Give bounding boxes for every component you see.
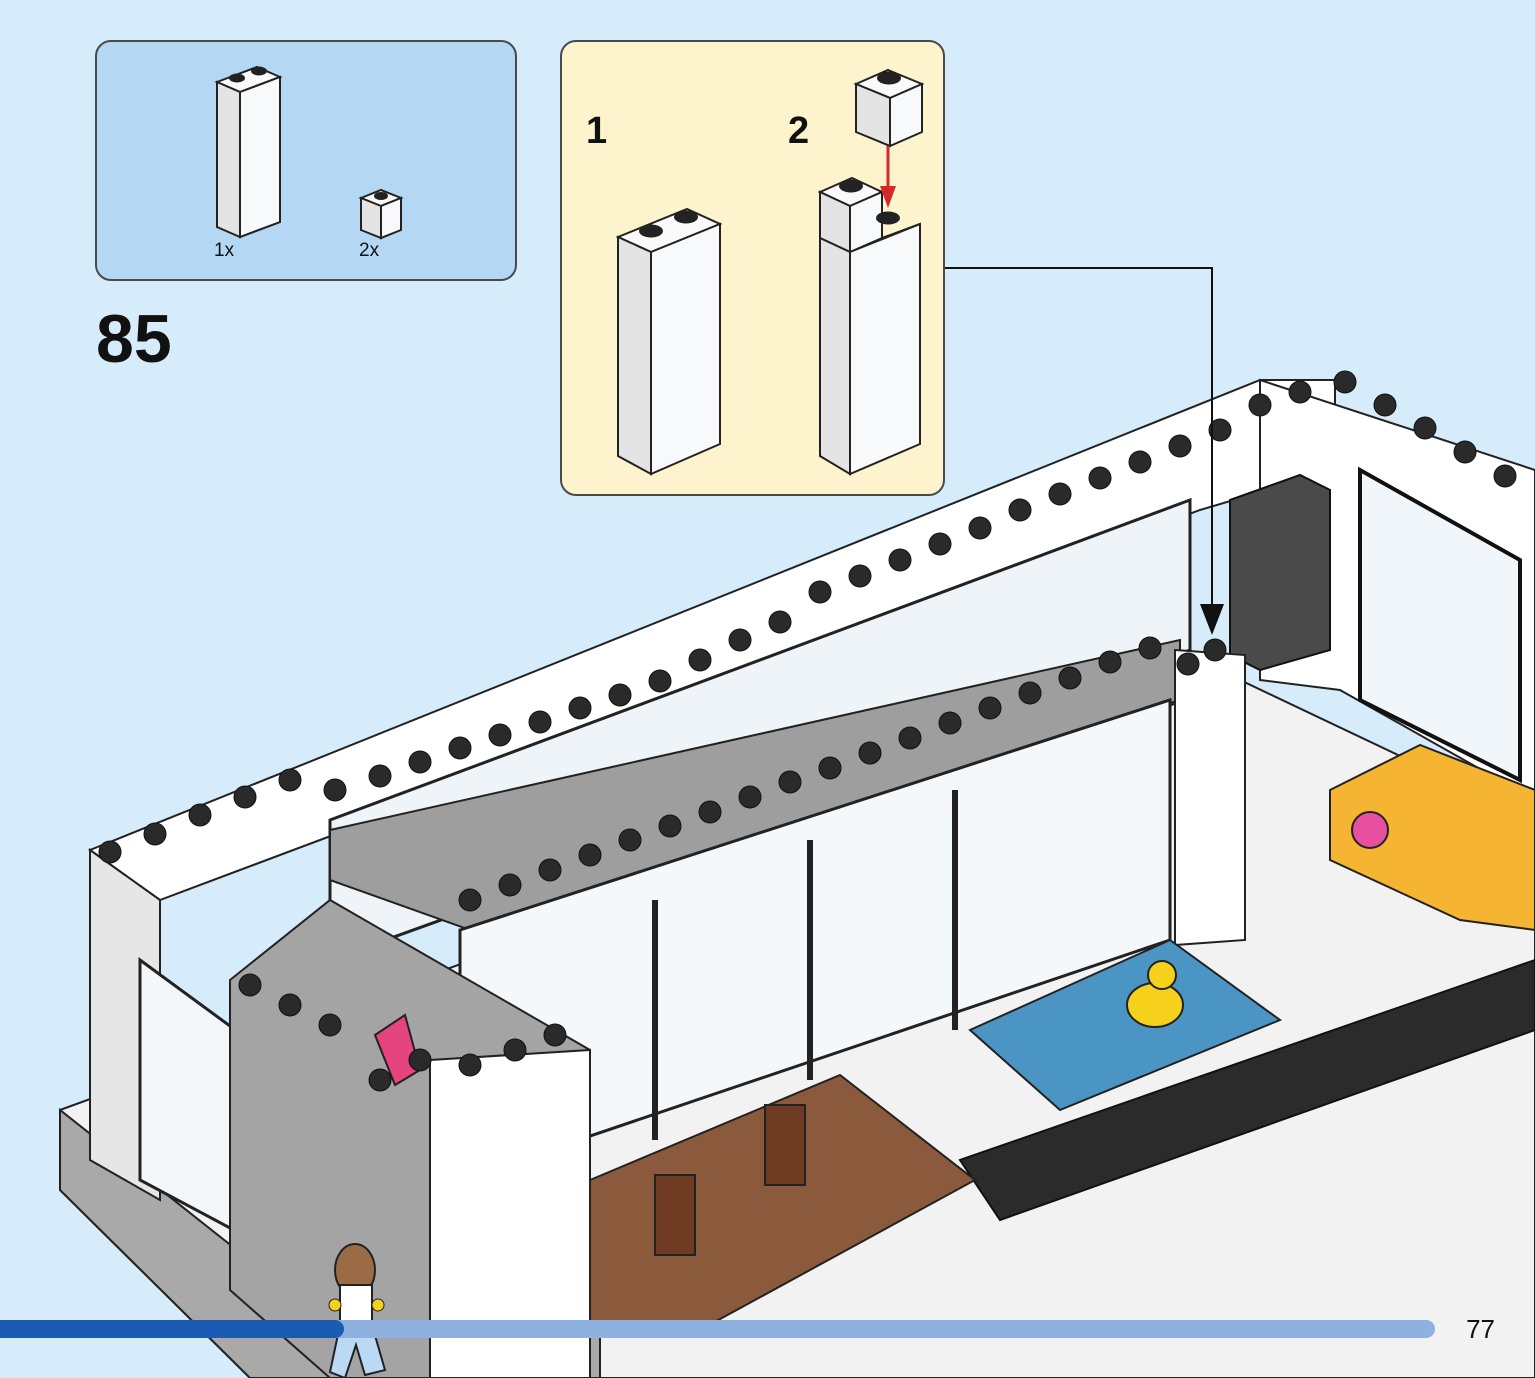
substep-1-brick-icon bbox=[615, 207, 723, 476]
substep-illustration bbox=[615, 68, 925, 476]
brick-1x2x5-icon bbox=[214, 65, 283, 239]
red-arrowhead bbox=[880, 186, 896, 208]
part-quantity-tall-brick: 1x bbox=[214, 240, 235, 261]
part-quantity-small-brick: 2x bbox=[359, 240, 380, 261]
parts-list-box: 1x 2x bbox=[95, 40, 517, 281]
substep-label-2: 2 bbox=[788, 110, 810, 152]
minifigure bbox=[328, 1243, 387, 1378]
falling-brick-icon bbox=[853, 68, 925, 148]
parts-list-illustration bbox=[214, 65, 404, 240]
callout-line bbox=[945, 267, 1213, 620]
callout-arrowhead bbox=[1200, 604, 1224, 635]
page-number: 77 bbox=[1466, 1314, 1495, 1344]
progress-bar-track bbox=[0, 1320, 1435, 1338]
step-number: 85 bbox=[96, 301, 172, 377]
substep-label-1: 1 bbox=[586, 110, 608, 152]
progress-bar-fill bbox=[0, 1320, 345, 1338]
brick-1x1-icon bbox=[358, 188, 404, 240]
substep-callout-box: 1 2 bbox=[560, 40, 945, 496]
substep-2-brick-icon bbox=[817, 176, 921, 476]
